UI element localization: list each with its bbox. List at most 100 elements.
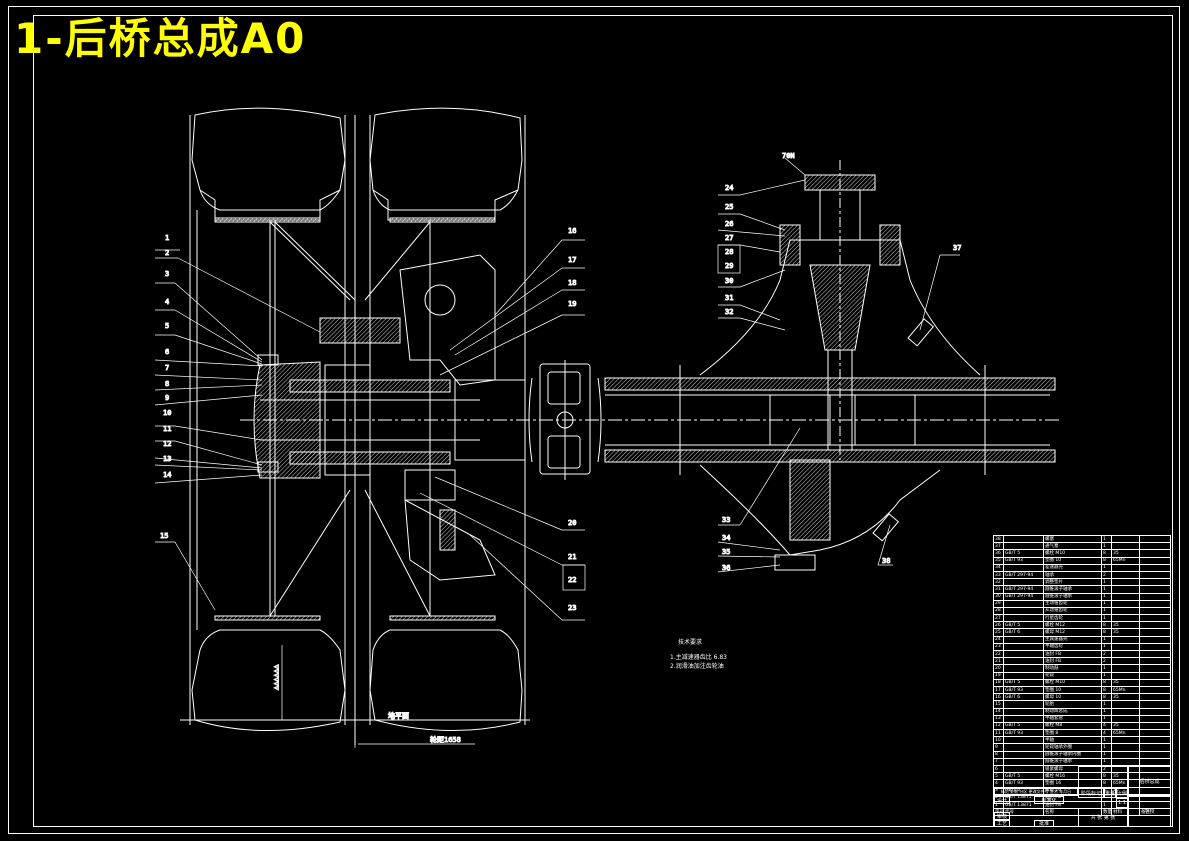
left-tire-bottom	[191, 615, 346, 732]
tech-heading: 技术要求	[678, 639, 703, 646]
callout: 3	[165, 270, 169, 278]
bom-cell-no: 36	[993, 549, 1004, 558]
callout: 18	[568, 279, 576, 287]
bom-cell-code	[1003, 542, 1044, 551]
empty-area	[1078, 766, 1128, 788]
bom-cell-code: GB/T 297-94	[1003, 592, 1044, 601]
callout: 25	[725, 203, 733, 211]
bom-cell-mat: 35	[1111, 678, 1140, 687]
bom-cell-name: 差速器壳	[1043, 563, 1102, 572]
bom-cell-no: 37	[993, 542, 1004, 551]
bom-cell-no: 27	[993, 614, 1004, 623]
bom-cell-qty: 2	[1101, 570, 1112, 580]
differential-housing	[699, 160, 981, 571]
callout: 15	[160, 532, 168, 540]
bom-cell-no: 23	[993, 642, 1004, 652]
bom-cell-qty: 1	[1101, 534, 1112, 544]
bom-cell-no: 38	[993, 534, 1004, 544]
bom-cell-name: 轮毂轴承外圈	[1043, 743, 1102, 752]
bom-cell-name: 半轴套管	[1043, 714, 1102, 723]
technical-requirements: 技术要求 1.主减速器齿比 6.83 2.润滑油加注齿轮油	[670, 638, 727, 671]
bom-cell-code	[1003, 750, 1044, 759]
bom-cell-note	[1139, 736, 1171, 745]
callout-labels-mid: 16 17 18 19 20 21 22 23	[568, 227, 577, 613]
bom-cell-mat	[1111, 642, 1140, 652]
bom-cell-mat	[1111, 606, 1140, 616]
bom-cell-note	[1139, 621, 1171, 630]
bom-cell-mat	[1111, 736, 1140, 745]
top-label: 70N	[782, 152, 795, 160]
universal-joint	[528, 360, 602, 480]
bom-cell-name: 垫圈 8	[1043, 729, 1102, 738]
bom-cell-qty: 8	[1101, 693, 1112, 702]
bom-cell-code	[1003, 599, 1044, 608]
bom-cell-qty: 1	[1101, 635, 1112, 644]
drawing-title: 1-后桥总成A0	[14, 14, 307, 63]
bom-cell-code: GB/T 6	[1003, 693, 1044, 702]
bom-cell-note	[1139, 700, 1171, 709]
bom-cell-name: 螺栓 M10	[1043, 549, 1102, 558]
callout: 7	[165, 364, 169, 372]
bom-cell-qty: 8	[1101, 621, 1112, 630]
bom-cell-code: GB/T 297-94	[1003, 570, 1044, 580]
bom-cell-no: 24	[993, 635, 1004, 644]
bom-cell-name: 调整垫片	[1043, 578, 1102, 587]
callout: 1	[165, 234, 169, 242]
wheel-spokes	[269, 221, 431, 617]
bom-cell-mat: 35	[1111, 549, 1140, 558]
bom-cell-qty: 8	[1101, 678, 1112, 687]
bom-cell-no: 35	[993, 556, 1004, 565]
bom-cell-name: 轮胎	[1043, 700, 1102, 709]
bom-cell-note	[1139, 556, 1171, 565]
bom-cell-mat	[1111, 592, 1140, 601]
callout: 2	[165, 249, 169, 257]
bom-cell-code	[1003, 606, 1044, 616]
bom-cell-mat	[1111, 750, 1140, 759]
bom-cell-note	[1139, 578, 1171, 587]
bom-cell-mat	[1111, 563, 1140, 572]
bom-cell-mat	[1111, 743, 1140, 752]
bom-cell-no: 32	[993, 578, 1004, 587]
bom-cell-code	[1003, 736, 1044, 745]
bom-cell-mat	[1111, 700, 1140, 709]
leader-lines-right	[717, 157, 960, 573]
bom-cell-mat	[1111, 534, 1140, 544]
bom-cell-no: 22	[993, 649, 1004, 659]
bom-cell-qty: 1	[1101, 671, 1112, 680]
bom-cell-note	[1139, 534, 1171, 544]
bom-cell-note	[1139, 614, 1171, 623]
bom-cell-mat: 35	[1111, 621, 1140, 630]
mark-row: 标记 处数 分区 更改文件号 签名 年月日	[994, 788, 1078, 796]
bom-cell-no: 9	[993, 743, 1004, 752]
bom-cell-name: 螺栓 M8	[1043, 721, 1102, 731]
bom-cell-qty: 4	[1101, 721, 1112, 731]
tech-item: 2.润滑油加注齿轮油	[670, 663, 724, 670]
bom-cell-no: 30	[993, 592, 1004, 601]
bom-cell-mat	[1111, 614, 1140, 623]
bom-cell-qty: 1	[1101, 599, 1112, 608]
bom-cell-no: 31	[993, 585, 1004, 594]
bom-cell-no: 34	[993, 563, 1004, 572]
scale-value: 1:1	[1116, 798, 1128, 808]
callout: 32	[725, 308, 733, 316]
bom-cell-name: 行星齿轮	[1043, 614, 1102, 623]
bom-cell-mat: 65Mn	[1111, 729, 1140, 738]
callout: 33	[722, 516, 730, 524]
dimension-lines	[281, 645, 475, 748]
bom-cell-no: 17	[993, 685, 1004, 695]
ground-label: 地平面	[388, 711, 409, 720]
bom-cell-qty: 8	[1101, 556, 1112, 565]
bom-cell-qty: 8	[1101, 628, 1112, 637]
callout-labels-left: 1 2 3 4 5 6 7 8 9 10 11 12 13 14 15	[160, 234, 172, 541]
bom-cell-no: 20	[993, 664, 1004, 673]
